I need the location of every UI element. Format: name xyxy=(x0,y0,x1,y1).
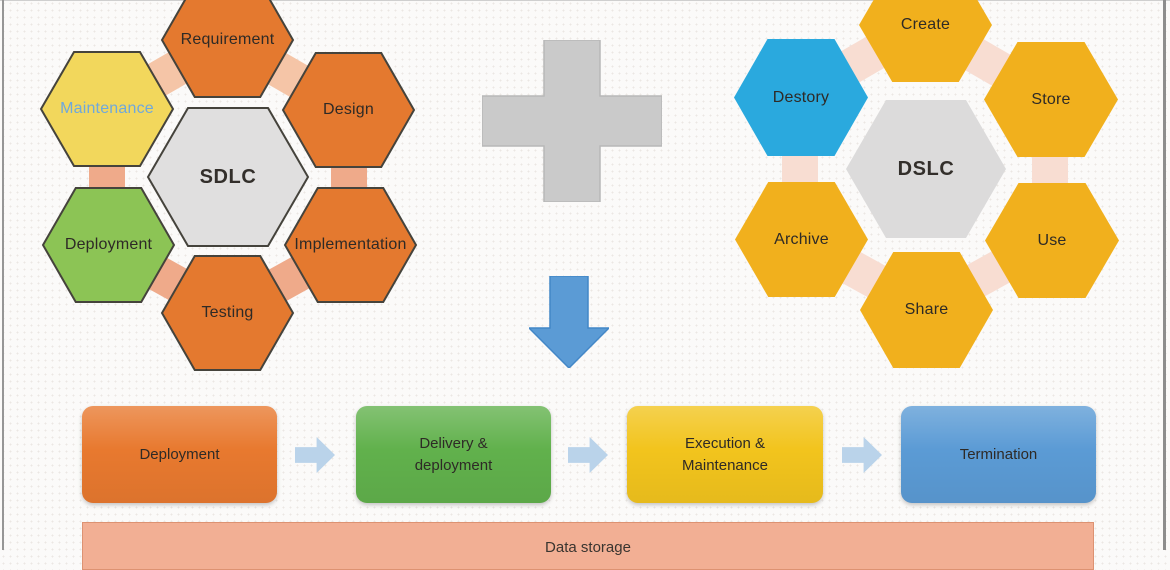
down-arrow-icon xyxy=(529,276,609,368)
frame-top-edge xyxy=(0,0,1170,1)
data-storage-label: Data storage xyxy=(545,539,631,556)
hexagon-deployment: Deployment xyxy=(41,187,176,303)
hexagon-archive: Archive xyxy=(735,182,868,297)
hexagon-label: Maintenance xyxy=(60,100,154,117)
hexagon-implementation: Implementation xyxy=(283,187,418,303)
hexagon-dslc-center: DSLC xyxy=(846,100,1006,238)
hexagon-label: Deployment xyxy=(64,236,153,253)
flow-step-label: Termination xyxy=(959,445,1038,463)
data-storage-bar: Data storage xyxy=(82,522,1094,570)
hexagon-requirement: Requirement xyxy=(160,0,295,98)
flow-step-delivery-deployment: Delivery & deployment xyxy=(356,406,551,503)
hexagon-label: Implementation xyxy=(294,236,407,253)
cluster-title: DSLC xyxy=(897,157,955,180)
hexagon-label: Testing xyxy=(201,304,254,321)
hexagon-label: Design xyxy=(322,101,374,118)
hexagon-label: Create xyxy=(900,16,951,33)
hexagon-label: Store xyxy=(1031,90,1071,108)
flow-step-deployment: Deployment xyxy=(82,406,277,503)
hexagon-label: Requirement xyxy=(180,31,275,48)
hexagon-label: Use xyxy=(1037,231,1067,249)
flow-step-label: Delivery & deployment xyxy=(414,434,493,474)
flow-step-termination: Termination xyxy=(901,406,1096,503)
hexagon-label: Destory xyxy=(772,88,830,106)
plus-icon xyxy=(482,40,662,202)
right-arrow-icon xyxy=(568,437,608,473)
flow-step-execution-maintenance: Execution & Maintenance xyxy=(627,406,823,503)
hexagon-use: Use xyxy=(985,183,1119,298)
hexagon-share: Share xyxy=(860,252,993,368)
flow-step-label: Execution & Maintenance xyxy=(682,434,768,474)
flow-step-label: Deployment xyxy=(139,445,220,463)
frame-left-edge xyxy=(2,0,4,550)
hexagon-store: Store xyxy=(984,42,1118,157)
hexagon-testing: Testing xyxy=(160,255,295,371)
hexagon-label: Share xyxy=(904,301,949,318)
hexagon-sdlc-center: SDLC xyxy=(146,107,310,247)
frame-right-edge xyxy=(1163,0,1166,550)
right-arrow-icon xyxy=(842,437,882,473)
hexagon-create: Create xyxy=(859,0,992,82)
hexagon-destory: Destory xyxy=(734,39,868,156)
right-arrow-icon xyxy=(295,437,335,473)
hexagon-label: Archive xyxy=(774,230,829,248)
cluster-title: SDLC xyxy=(199,165,257,188)
hexagon-maintenance: Maintenance xyxy=(39,51,175,167)
hexagon-design: Design xyxy=(281,52,416,168)
